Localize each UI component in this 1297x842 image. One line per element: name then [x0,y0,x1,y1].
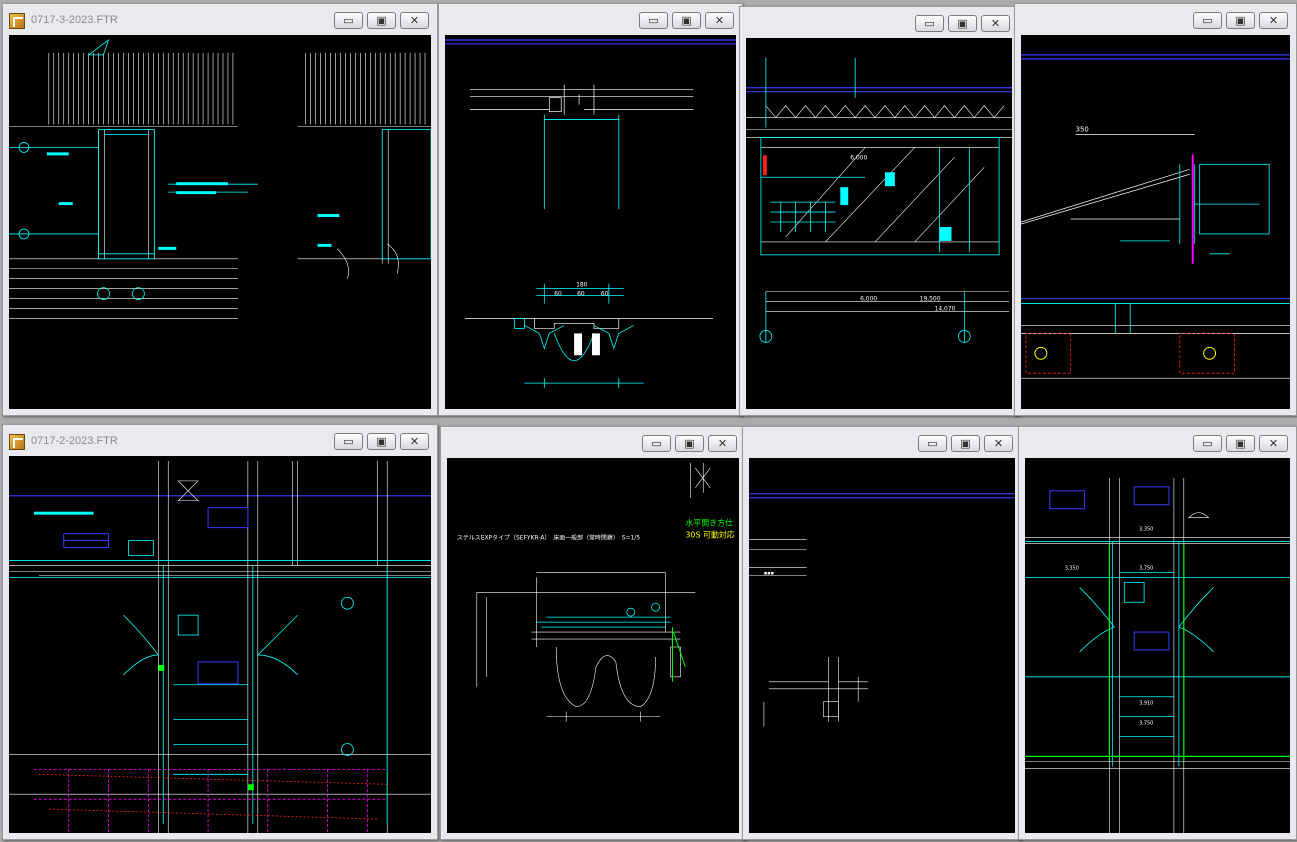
app-icon [9,13,25,29]
title-bar[interactable]: ▭▣✕ [439,4,742,34]
maximize-button[interactable]: ▣ [951,435,980,452]
dim-label: 3,750 [1139,565,1153,571]
maximize-button[interactable]: ▣ [367,433,396,450]
maximize-button[interactable]: ▣ [948,15,977,32]
close-button[interactable]: ✕ [984,435,1013,452]
minimize-button[interactable]: ▭ [1193,12,1222,29]
cad-window-8[interactable]: ▭▣✕ 3,350 [1018,426,1297,840]
drawing-canvas[interactable]: 6,000 19,500 14,070 6,000 [746,38,1012,409]
spec-line: ステルスEXPタイプ（SEFYKR-A） 床面一般部（常時閉鎖） S=1/5 [457,534,640,542]
dim-label: 60 [577,291,585,298]
title-bar[interactable]: ▭▣✕ [441,427,745,457]
dim-label: 3,350 [1065,565,1079,571]
title-bar[interactable]: 0717-3-2023.FTR ▭▣✕ [3,4,437,34]
close-button[interactable]: ✕ [400,12,429,29]
window-title: 0717-2-2023.FTR [31,435,118,447]
maximize-button[interactable]: ▣ [367,12,396,29]
dim-label: 3,350 [1139,527,1153,533]
dim-label: 6,000 [850,154,867,161]
cad-window-2[interactable]: ▭▣✕ 180 60 [438,3,743,416]
title-bar[interactable]: ▭▣✕ [1019,427,1296,457]
maximize-button[interactable]: ▣ [1226,435,1255,452]
minimize-button[interactable]: ▭ [918,435,947,452]
title-bar[interactable]: ▭▣✕ [740,7,1018,37]
dim-label: 60 [554,291,562,298]
dim-label: 6,000 [860,296,877,303]
cad-window-1[interactable]: 0717-3-2023.FTR ▭▣✕ [2,3,438,416]
dim-label: 350 [1076,125,1089,133]
minimize-button[interactable]: ▭ [334,12,363,29]
drawing-canvas[interactable] [9,35,431,409]
dim-label: 3,910 [1139,701,1153,707]
minimize-button[interactable]: ▭ [915,15,944,32]
drawing-canvas[interactable]: 350 [1021,35,1290,409]
cad-drawing: 6,000 19,500 14,070 6,000 [746,57,1012,343]
close-button[interactable]: ✕ [1259,435,1288,452]
cad-window-5[interactable]: 0717-2-2023.FTR ▭▣✕ [2,424,438,840]
drawing-canvas[interactable]: 水平開き方仕 30S 可動対応 ステルスEXPタイプ（SEFYKR-A） 床面一… [447,458,739,833]
drawing-canvas[interactable]: 180 60 60 60 [445,35,736,409]
small-note: ▪▪▪ [764,570,774,576]
cad-window-7[interactable]: ▭▣✕ ▪▪▪ [742,426,1022,840]
maximize-button[interactable]: ▣ [675,435,704,452]
cad-window-6[interactable]: ▭▣✕ 水平開き方仕 30S 可動対応 ステルスEXPタイプ（SEFYKR [440,426,746,840]
close-button[interactable]: ✕ [705,12,734,29]
cad-drawing: 180 60 60 60 [445,39,736,389]
app-icon [9,434,25,450]
yellow-note: 30S 可動対応 [685,530,734,540]
drawing-canvas[interactable] [9,456,431,833]
maximize-button[interactable]: ▣ [1226,12,1255,29]
cad-drawing [9,38,431,319]
cad-drawing [9,460,431,833]
title-bar[interactable]: ▭▣✕ [743,427,1021,457]
drawing-canvas[interactable]: 3,350 3,350 3,750 3,910 3,750 [1025,458,1290,833]
dim-label: 3,750 [1139,721,1153,727]
minimize-button[interactable]: ▭ [639,12,668,29]
dim-label: 180 [576,282,588,289]
minimize-button[interactable]: ▭ [334,433,363,450]
close-button[interactable]: ✕ [981,15,1010,32]
cad-drawing: 350 [1021,54,1290,379]
window-title: 0717-3-2023.FTR [31,14,118,26]
cad-window-3[interactable]: ▭▣✕ 6,000 19, [739,6,1019,416]
dim-label: 14,070 [935,306,956,313]
drawing-canvas[interactable]: ▪▪▪ [749,458,1015,833]
cad-drawing: 水平開き方仕 30S 可動対応 ステルスEXPタイプ（SEFYKR-A） 床面一… [457,462,735,722]
minimize-button[interactable]: ▭ [642,435,671,452]
dim-label: 60 [601,291,609,298]
cad-drawing: 3,350 3,350 3,750 3,910 3,750 [1025,477,1290,833]
title-bar[interactable]: ▭▣✕ [1015,4,1296,34]
title-bar[interactable]: 0717-2-2023.FTR ▭▣✕ [3,425,437,455]
green-note: 水平開き方仕 [685,518,733,528]
close-button[interactable]: ✕ [1259,12,1288,29]
cad-drawing: ▪▪▪ [749,493,1015,727]
maximize-button[interactable]: ▣ [672,12,701,29]
close-button[interactable]: ✕ [708,435,737,452]
minimize-button[interactable]: ▭ [1193,435,1222,452]
close-button[interactable]: ✕ [400,433,429,450]
cad-window-4[interactable]: ▭▣✕ 350 [1014,3,1297,416]
dim-label: 19,500 [920,296,941,303]
